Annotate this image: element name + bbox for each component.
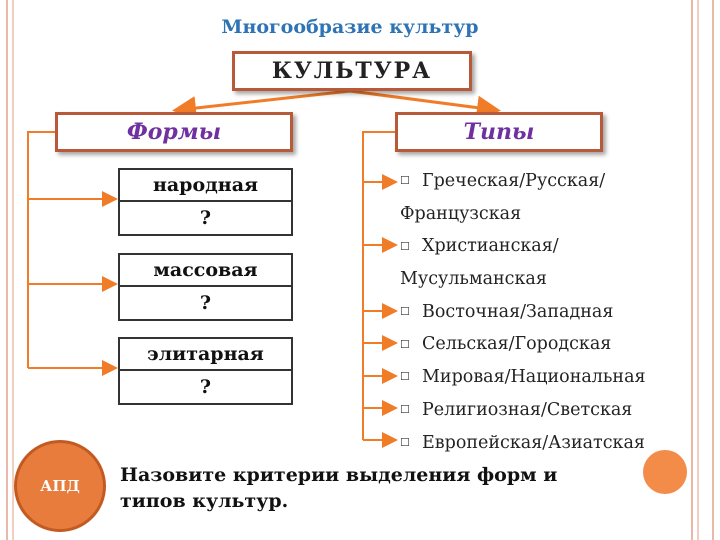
form-label: народная	[118, 168, 293, 202]
list-item: ☐Религиозная/Светская	[400, 394, 700, 427]
form-value: ?	[118, 202, 293, 236]
checkbox-bullet-icon: ☐	[400, 337, 410, 351]
form-node-mass: массовая ?	[118, 253, 293, 321]
frame-line	[6, 0, 8, 540]
list-item: ☐Европейская/Азиатская	[400, 427, 700, 460]
frame-line	[691, 0, 693, 540]
list-item: ☐Восточная/Западная	[400, 296, 700, 329]
checkbox-bullet-icon: ☐	[400, 304, 410, 318]
checkbox-bullet-icon: ☐	[400, 403, 410, 416]
frame-line	[712, 0, 714, 540]
form-label: элитарная	[118, 337, 293, 371]
apd-badge[interactable]: АПД	[14, 440, 106, 532]
types-heading: Типы	[395, 112, 603, 152]
arrow-to-types	[349, 89, 501, 120]
frame-line	[697, 0, 699, 540]
root-node: КУЛЬТУРА	[232, 51, 472, 91]
form-node-elite: элитарная ?	[118, 337, 293, 405]
form-label: массовая	[118, 253, 293, 287]
types-bracket	[362, 131, 395, 440]
list-item: ☐Греческая/Русская/	[400, 165, 700, 198]
list-item: ☐Сельская/Городская	[400, 328, 700, 361]
question-text: Назовите критерии выделения форм и типов…	[120, 464, 558, 512]
checkbox-bullet-icon: ☐	[400, 435, 410, 449]
checkbox-bullet-icon: ☐	[400, 174, 410, 188]
decorative-circle	[643, 450, 687, 494]
page-title: Многообразие культур	[221, 16, 479, 38]
list-item: Мусульманская	[400, 269, 547, 289]
frame-line	[12, 0, 14, 540]
forms-bracket	[27, 131, 55, 368]
form-value: ?	[118, 287, 293, 321]
types-list: ☐Греческая/Русская/ Французская ☐Христиа…	[400, 165, 700, 459]
arrow-to-forms	[172, 89, 351, 120]
form-value: ?	[118, 371, 293, 405]
checkbox-bullet-icon: ☐	[400, 239, 410, 253]
list-item: Французская	[400, 203, 522, 224]
checkbox-bullet-icon: ☐	[400, 370, 410, 384]
form-node-folk: народная ?	[118, 168, 293, 236]
list-item: ☐Мировая/Национальная	[400, 361, 700, 394]
forms-heading: Формы	[55, 112, 293, 152]
list-item: ☐Христианская/	[400, 230, 700, 263]
